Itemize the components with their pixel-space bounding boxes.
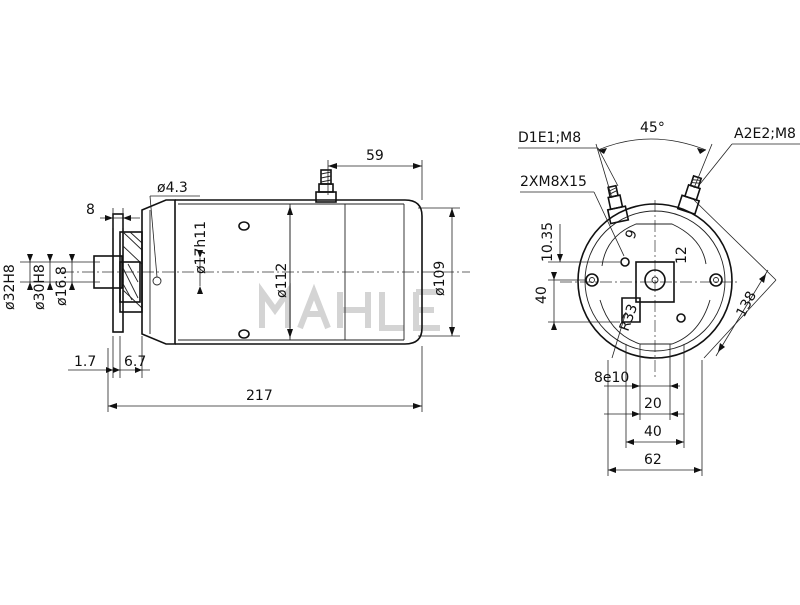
- watermark-logo: [259, 282, 440, 331]
- end-view: D1E1;M8 A2E2;M8 45° 2XM8X15 10.35 9 12 4…: [518, 120, 800, 476]
- dim-spigot-32-label: ø32H8: [2, 264, 18, 310]
- terminal-d-label: D1E1;M8: [518, 130, 581, 146]
- dim-20-label: 20: [644, 396, 662, 412]
- motor-body: [175, 199, 423, 345]
- angle-label: 45°: [640, 120, 665, 136]
- dim-offset-a-label: 1.7: [74, 354, 96, 370]
- side-view: 217 59 8 ø4.3 ø17h11 ø112 ø109 ø32H8 ø30…: [2, 148, 470, 412]
- terminal-d: [606, 184, 630, 225]
- dim-59-label: 59: [366, 148, 384, 164]
- shaft: [644, 269, 666, 291]
- key-label: 8e10: [594, 370, 629, 386]
- dim-9-label: 9: [623, 228, 641, 242]
- dim-40h-label: 40: [644, 424, 662, 440]
- terminal-a-label: A2E2;M8: [734, 126, 796, 142]
- terminal-stud: [315, 169, 337, 203]
- dim-217-label: 217: [246, 388, 273, 404]
- drive-shaft: [93, 255, 123, 289]
- bearing: [119, 261, 141, 303]
- dim-pin-hole-label: ø4.3: [157, 180, 188, 196]
- mount-holes: [585, 257, 723, 323]
- dim-shaft-16-label: ø16.8: [54, 266, 70, 306]
- mount-screws-label: 2XM8X15: [520, 174, 587, 190]
- dim-12-label: 12: [674, 246, 690, 264]
- end-dimensions: [518, 138, 800, 476]
- dim-spigot-30-label: ø30H8: [32, 264, 48, 310]
- dim-body-dia-label: ø112: [274, 263, 290, 298]
- dim-1035-label: 10.35: [540, 222, 556, 262]
- dim-rear-dia-label: ø109: [432, 261, 448, 296]
- body-screw-top: [238, 221, 250, 231]
- terminal-a: [676, 174, 703, 216]
- end-plate-inner: [584, 210, 726, 352]
- pin-hole: [152, 276, 162, 286]
- dim-40v-label: 40: [534, 286, 550, 304]
- flange: [112, 213, 124, 333]
- end-plate: [577, 203, 733, 359]
- dim-138-label: 138: [733, 289, 760, 320]
- body-screw-bottom: [238, 329, 250, 339]
- dim-62-label: 62: [644, 452, 662, 468]
- shaft-boss: [635, 261, 675, 303]
- side-dimensions: [20, 160, 460, 412]
- dim-8-label: 8: [86, 202, 95, 218]
- dim-offset-b-label: 6.7: [124, 354, 146, 370]
- radius-label: R33: [617, 302, 641, 333]
- slot: [621, 297, 641, 323]
- dim-shaft-dia-label: ø17h11: [193, 221, 209, 274]
